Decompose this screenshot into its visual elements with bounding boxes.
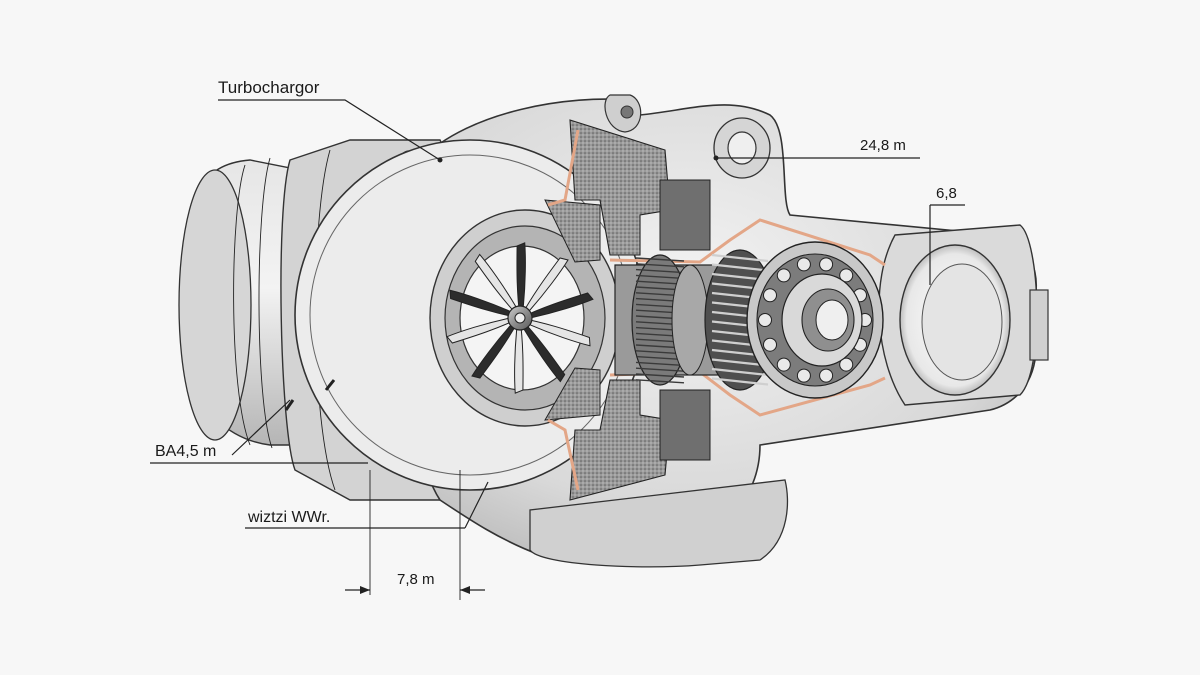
turbine-blade <box>711 367 769 377</box>
label-right: 6,8 <box>936 185 957 202</box>
compressor-blade <box>519 292 594 319</box>
label-bottom: 7,8 m <box>397 571 435 588</box>
gear-tooth <box>635 263 685 268</box>
outlet-flange <box>878 224 1049 406</box>
gear-tooth <box>635 361 685 367</box>
intake-cylinder <box>178 157 301 449</box>
compressor-blade <box>519 317 591 347</box>
bearing-ball <box>763 288 777 303</box>
compressor-blade <box>514 317 524 394</box>
compressor-blade <box>519 317 566 383</box>
bearing-ball <box>776 357 791 372</box>
compressor-blade <box>519 257 569 319</box>
bearing-ball <box>796 368 811 383</box>
compressor-wheel <box>446 242 594 394</box>
compressor-blade <box>471 317 521 379</box>
gear-tooth <box>635 268 685 274</box>
bearing-ball <box>819 368 834 383</box>
gear-tooth <box>635 367 685 372</box>
compressor-blade <box>449 289 521 319</box>
bearing-ball <box>839 357 854 372</box>
gear <box>631 254 709 386</box>
turbine-blade <box>711 253 769 263</box>
gear-tooth <box>635 257 685 262</box>
label-lower-left: wiztzi WWr. <box>247 509 330 526</box>
gear-tooth <box>635 274 685 280</box>
turbine-blade <box>711 377 769 386</box>
label-top-right: 24,8 m <box>860 137 906 154</box>
annotation-lines <box>150 99 965 600</box>
compressor-blade <box>446 317 521 344</box>
turbine-blade <box>711 263 769 272</box>
bearing-ball <box>776 268 791 283</box>
compressor-blade <box>474 253 521 319</box>
compressor-blade <box>516 242 526 319</box>
bearing-ball <box>763 337 777 352</box>
bearing-ball <box>796 257 811 272</box>
bearing-ball <box>839 268 854 283</box>
gear-tooth <box>635 355 685 361</box>
label-main: Turbochargor <box>218 78 320 97</box>
label-left: BA4,5 m <box>155 443 216 460</box>
bearing-ball <box>819 257 834 272</box>
bearing-ball <box>758 313 772 327</box>
gear-tooth <box>635 379 685 384</box>
gear-tooth <box>635 373 685 378</box>
ball-bearing <box>746 241 884 399</box>
compressor-hub <box>507 305 533 331</box>
